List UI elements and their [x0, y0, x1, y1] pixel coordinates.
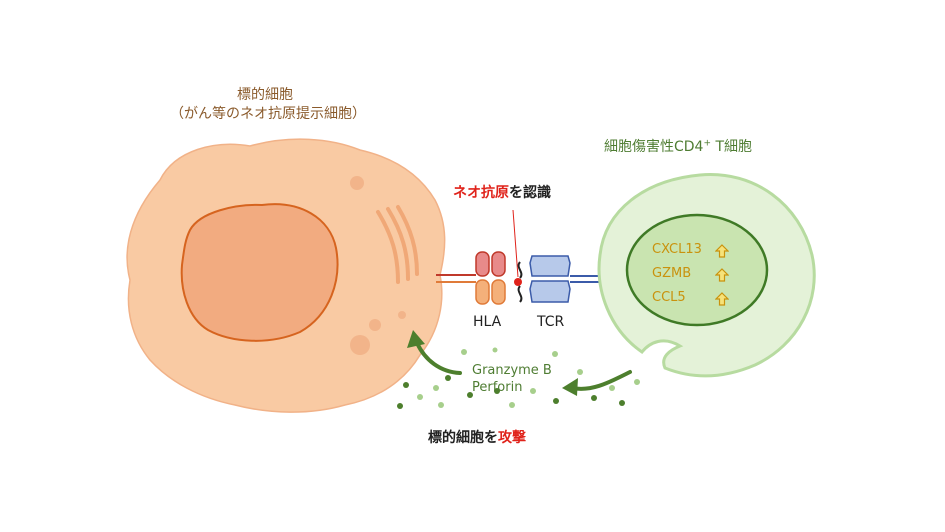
up-arrow-icon	[715, 268, 729, 282]
neoantigen-pointer	[512, 209, 519, 278]
granule-dots	[397, 347, 640, 409]
attack-prefix: 標的細胞を	[428, 430, 498, 446]
t-cell-title: 細胞傷害性CD4+ T細胞	[604, 136, 752, 156]
t-cell-nucleus	[625, 213, 769, 327]
up-arrow-icon	[715, 292, 729, 306]
organelle	[350, 335, 370, 355]
endoplasmic-reticulum	[376, 205, 419, 284]
t-cell-title-suffix: T細胞	[711, 139, 753, 155]
up-arrow-icon	[715, 244, 729, 258]
t-cell-title-main: 細胞傷害性CD4	[604, 139, 704, 155]
attack-highlight: 攻撃	[498, 430, 526, 446]
neoantigen-dot	[514, 278, 522, 286]
target-nucleus	[180, 203, 339, 342]
attack-label: 標的細胞を攻撃	[428, 427, 526, 447]
binding-squiggle	[517, 261, 523, 303]
recognition-label: ネオ抗原を認識	[453, 182, 551, 202]
hla-anchor-lines	[436, 274, 476, 283]
tcr-molecule	[529, 255, 571, 303]
gene-label-ccl5: CCL5	[652, 290, 686, 305]
perforin-label: Perforin	[472, 380, 523, 395]
secretion-arrowhead	[562, 378, 578, 396]
hla-label: HLA	[473, 314, 502, 330]
organelle	[398, 311, 406, 319]
secreted-molecules-label: Granzyme B Perforin	[472, 362, 552, 396]
recognition-rest: を認識	[509, 185, 551, 201]
t-cell-title-superscript: +	[703, 138, 712, 149]
tcr-label: TCR	[537, 314, 565, 330]
organelle	[369, 319, 381, 331]
attack-arrowhead	[407, 330, 425, 348]
target-cell-title: 標的細胞	[237, 87, 293, 103]
gene-label-gzmb: GZMB	[652, 266, 692, 281]
organelle	[350, 176, 364, 190]
granzyme-label: Granzyme B	[472, 363, 552, 378]
gene-label-cxcl13: CXCL13	[652, 242, 702, 257]
target-cell-subtitle: （がん等のネオ抗原提示細胞）	[170, 106, 366, 122]
recognition-highlight: ネオ抗原	[453, 185, 509, 201]
attack-arrow	[415, 341, 462, 375]
hla-molecule	[475, 251, 506, 305]
